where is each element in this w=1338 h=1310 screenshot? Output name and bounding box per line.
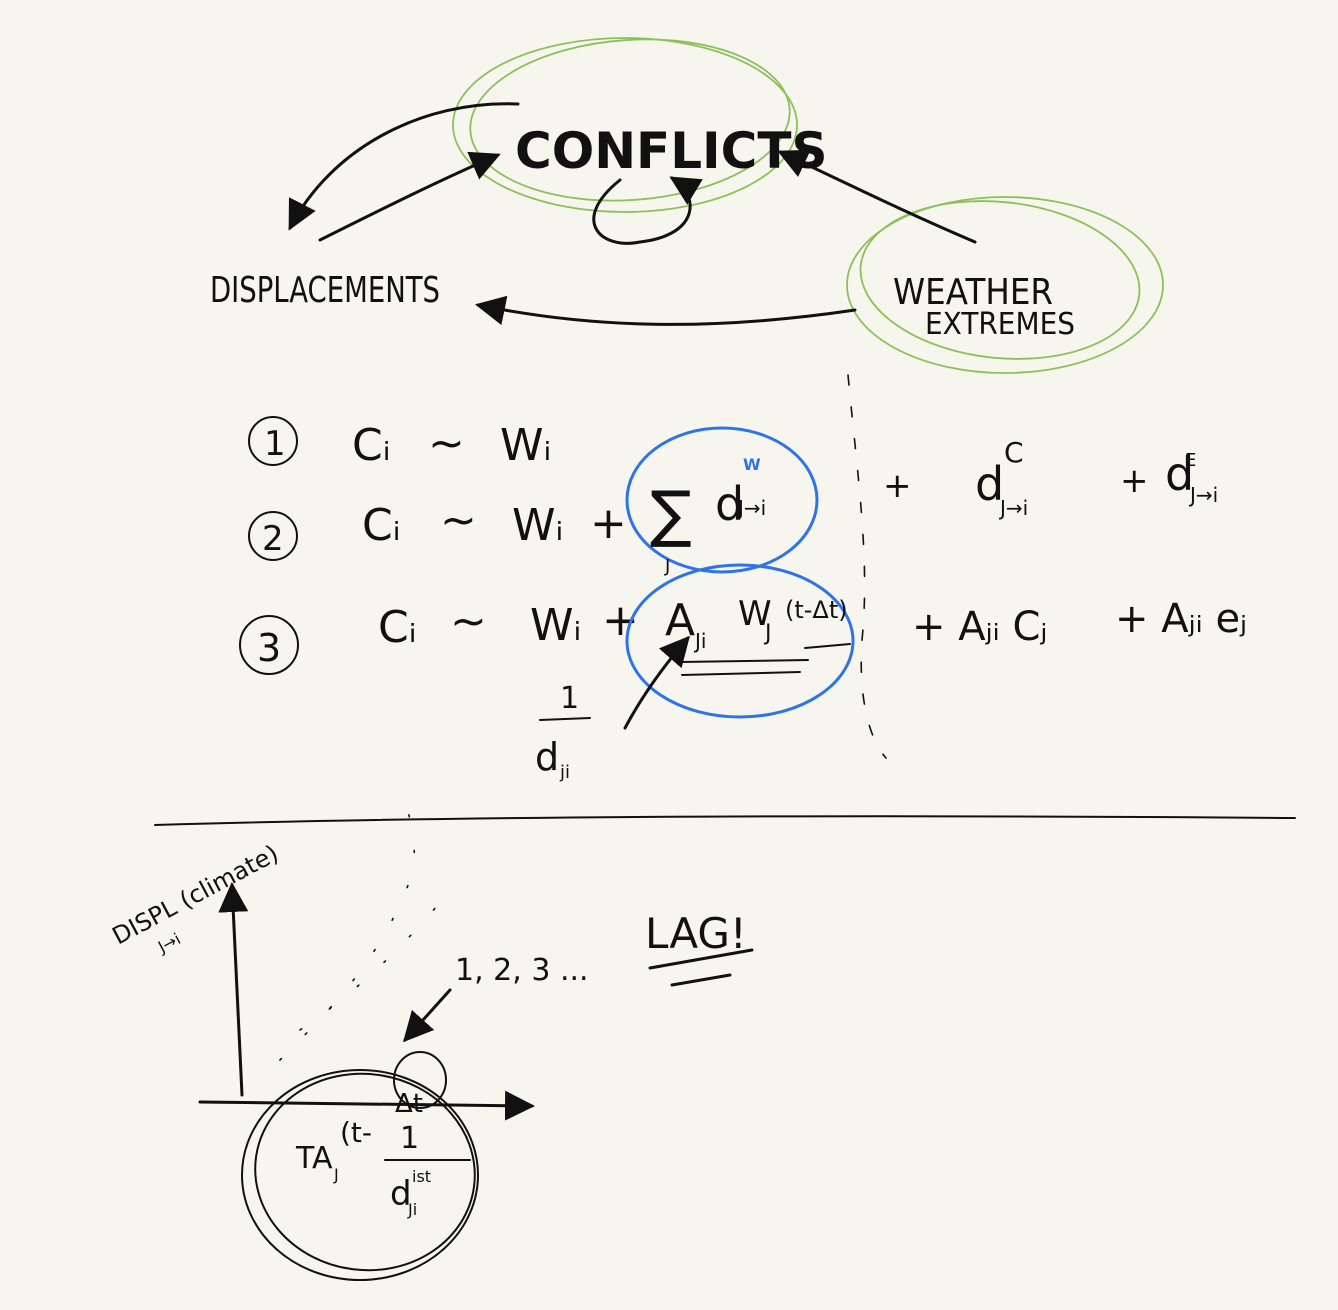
weather-label-line2: EXTREMES [925, 307, 1075, 342]
eq3-a-sub: Ji [693, 629, 706, 653]
plot-outer-circle [241, 1069, 479, 1281]
plot-dotted-trend [279, 799, 416, 1061]
vertical-dashed-line [847, 374, 887, 759]
weather-green-circle-2 [859, 200, 1141, 360]
equation-3: 3 Cᵢ ~ Wᵢ + A Ji W J (t-Δt) + Aⱼᵢ Cⱼ + A… [239, 563, 1247, 719]
eq3-lhs: Cᵢ [378, 602, 417, 653]
equation-1: 1 Cᵢ ~ Wᵢ [248, 416, 551, 471]
fraction-annotation: 1 d ji [535, 635, 690, 783]
eq2-dc-sub: J→i [998, 496, 1028, 520]
plot-outer-circle-2 [254, 1072, 476, 1272]
eq2-dc-sup: C [1004, 436, 1024, 469]
plot-lag-underline [648, 948, 754, 987]
fraction-den: d [535, 735, 559, 779]
horizontal-divider [154, 815, 1296, 826]
conflicts-green-circle [452, 37, 798, 213]
eq2-lhs: Cᵢ [362, 500, 401, 551]
eq2-sum-sub: J [664, 556, 670, 577]
eq3-tilde: ~ [450, 596, 487, 647]
eq3-underlines [679, 643, 851, 676]
plot-bottom-num: 1 [400, 1121, 419, 1156]
eq2-d-sub: J→i [736, 496, 766, 520]
eq2-number: 2 [262, 519, 284, 559]
eq3-wj-sup: (t-Δt) [785, 596, 848, 624]
displacements-node: DISPLACEMENTS [210, 270, 440, 311]
eq2-d-sup: W [743, 455, 761, 474]
eq3-term3: + Aⱼᵢ eⱼ [1115, 596, 1247, 642]
eq2-sum: ∑ [650, 477, 692, 550]
eq2-d: d [715, 477, 744, 531]
plot-bottom-den-sub: Ji [407, 1200, 417, 1219]
conflicts-node: CONFLICTS [452, 37, 827, 213]
fraction-den-sub: ji [559, 762, 570, 783]
arrow-weather-to-displacements [475, 295, 857, 326]
eq2-number-circle [248, 511, 298, 561]
eq2-blue-circle [625, 426, 819, 574]
eq2-de-sub: J→i [1188, 483, 1218, 507]
eq2-de-sup: E [1185, 450, 1196, 471]
eq3-w: Wᵢ [530, 600, 581, 651]
eq3-number: 3 [257, 626, 281, 670]
eq2-plus2: + [883, 466, 912, 506]
plot-bottom-label-sub: J [333, 1165, 339, 1184]
plot-lag-arrow [402, 988, 452, 1043]
plot-dotted-trend-2 [299, 889, 451, 1031]
fraction-bar [539, 717, 591, 721]
eq3-wj-sub: J [763, 621, 772, 646]
weather-label-line1: WEATHER [893, 272, 1053, 313]
eq3-term2: + Aⱼᵢ Cⱼ [912, 604, 1047, 650]
eq2-tilde: ~ [440, 495, 477, 546]
plot-delta: Δt [395, 1089, 423, 1119]
weather-extremes-node: WEATHER EXTREMES [846, 196, 1164, 374]
plot-x-axis [198, 1090, 535, 1121]
plot-bottom-label: TA [295, 1141, 333, 1176]
eq1-lhs: Cᵢ [352, 420, 391, 471]
plot-bottom-den-sup: ist [412, 1167, 431, 1186]
plot-y-axis [218, 882, 249, 1097]
weather-green-circle [846, 196, 1164, 374]
displacements-label: DISPLACEMENTS [210, 270, 440, 311]
plot-lag-note: LAG! [645, 909, 747, 958]
eq3-number-circle [239, 615, 299, 675]
eq3-blue-circle [625, 563, 855, 719]
fraction-arrow [623, 635, 690, 730]
arrow-weather-to-conflicts [777, 149, 977, 244]
eq2-w: Wᵢ [512, 500, 563, 551]
arrow-conflicts-to-displacements [288, 102, 520, 231]
plot-y-label-sub: J→i [154, 929, 184, 957]
equation-2: 2 Cᵢ ~ Wᵢ + ∑ J d W J→i + d C J→i + d E … [248, 426, 1218, 577]
eq3-wj: W [738, 594, 772, 634]
conflicts-label: CONFLICTS [515, 122, 827, 180]
eq1-number: 1 [264, 424, 286, 464]
plot-lag-values: 1, 2, 3 ... [455, 953, 589, 988]
eq1-tilde: ~ [428, 418, 465, 469]
eq1-number-circle [248, 416, 298, 466]
eq3-plus: + [602, 595, 639, 646]
plot-bottom-paren: (t- [340, 1116, 372, 1149]
arrow-conflicts-self-loop [592, 176, 703, 245]
eq1-rhs: Wᵢ [500, 420, 551, 471]
eq2-plus3: + [1120, 461, 1149, 501]
eq2-de: d [1165, 447, 1194, 501]
plot-delta-circle [393, 1051, 447, 1109]
arrow-displacements-to-conflicts [318, 151, 501, 242]
plot-y-label: DISPL (climate) [108, 839, 283, 950]
eq2-plus: + [590, 498, 627, 549]
conflicts-green-circle-2 [469, 38, 791, 202]
eq2-dc: d [975, 457, 1004, 511]
eq3-a: A [665, 595, 695, 646]
lag-plot: DISPL (climate) J→i 1, 2, 3 ... LAG! Δt … [108, 799, 754, 1281]
plot-bottom-den: d [390, 1174, 412, 1214]
fraction-num: 1 [560, 681, 579, 716]
